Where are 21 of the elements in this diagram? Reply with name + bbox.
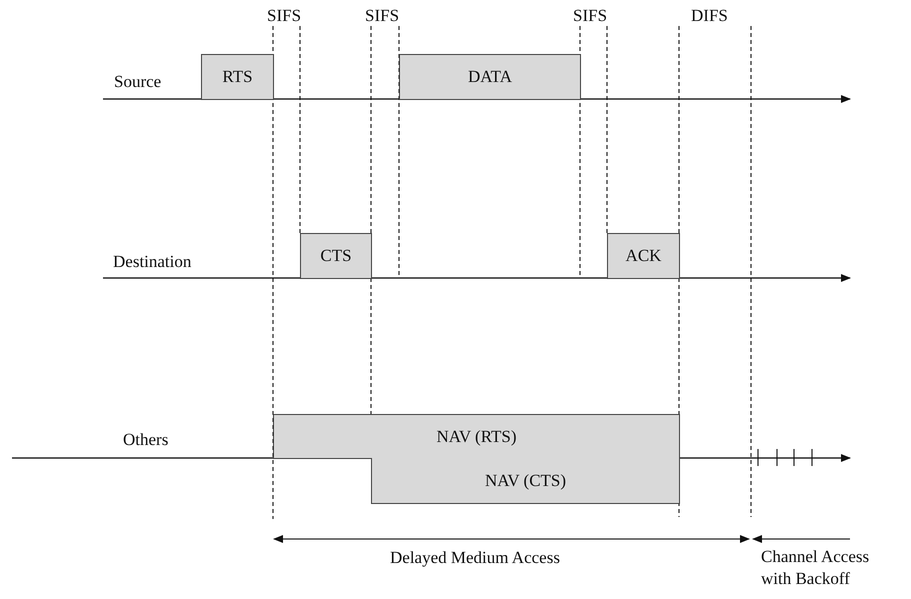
station-label: Others [123, 429, 168, 451]
nav-period-block [273, 414, 680, 459]
frame-label: RTS [222, 67, 253, 87]
frame-label: NAV (CTS) [484, 470, 566, 490]
period-label: Delayed Medium Access [390, 547, 560, 569]
frame-label: ACK [626, 246, 662, 266]
frame-label: CTS [320, 246, 352, 266]
frame-label: DATA [468, 67, 512, 87]
interval-label: SIFS [365, 5, 400, 27]
interval-label: SIFS [267, 5, 302, 27]
nav-period-block [371, 458, 680, 504]
rts-frame-block [201, 54, 274, 100]
station-label: Source [114, 71, 162, 93]
data-frame-block [399, 54, 581, 100]
frame-label: NAV (RTS) [436, 426, 517, 446]
cts-frame-block [300, 233, 372, 279]
interval-label: DIFS [691, 5, 728, 27]
ack-frame-block [607, 233, 680, 279]
period-label: Channel Access with Backoff [761, 546, 870, 590]
station-label: Destination [113, 251, 192, 273]
interval-label: SIFS [573, 5, 608, 27]
